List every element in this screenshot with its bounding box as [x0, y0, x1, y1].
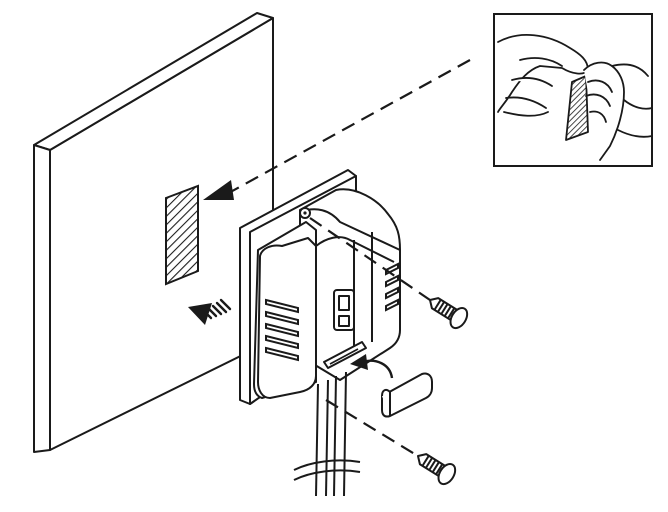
screw-upper-path — [309, 217, 431, 301]
vent-slots-left — [265, 298, 299, 362]
cable-clip-icon — [381, 372, 433, 418]
press-to-wall-arrow — [188, 298, 232, 325]
hands-peeling-tape-icon — [497, 34, 653, 161]
adhesive-pad-icon — [165, 184, 199, 286]
screw-hole — [299, 207, 311, 219]
screw-lower-path — [325, 399, 419, 457]
wall-panel-icon — [33, 12, 274, 453]
vent-slots-right — [385, 262, 399, 312]
screw-icon — [429, 297, 469, 330]
inset-peel-backing-frame — [493, 13, 653, 167]
inset-to-pad-arrow — [203, 59, 471, 200]
clip-insert-arrow — [350, 354, 394, 379]
cable-icon — [293, 371, 361, 497]
screw-icon — [417, 453, 457, 486]
